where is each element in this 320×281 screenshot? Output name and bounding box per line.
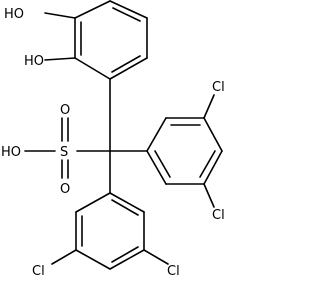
double-bond bbox=[199, 150, 216, 178]
bond bbox=[203, 150, 223, 185]
bond bbox=[146, 117, 167, 152]
bottom-dichlorophenyl-ring bbox=[51, 192, 169, 270]
double-bond bbox=[154, 150, 171, 178]
bond bbox=[109, 57, 148, 80]
bond bbox=[51, 249, 77, 265]
bond bbox=[75, 249, 111, 270]
bond bbox=[143, 249, 169, 265]
right-dichlorophenyl-ring bbox=[146, 94, 223, 208]
chlorine-bottom-right-label: Cl bbox=[167, 264, 180, 279]
double-bond bbox=[112, 7, 141, 22]
bond bbox=[74, 0, 111, 19]
double-bond bbox=[111, 199, 139, 216]
structure-diagram: HO HO HO S O O Cl Cl Cl Cl bbox=[1, 0, 225, 279]
bond bbox=[109, 249, 145, 270]
chlorine-bottom-left-label: Cl bbox=[32, 264, 45, 279]
sulfonic-acid-group bbox=[24, 117, 69, 179]
bond bbox=[44, 57, 76, 61]
sulfonic-hydroxyl-label: HO bbox=[1, 145, 21, 160]
hydroxyl-label-top: HO bbox=[4, 7, 24, 22]
bond bbox=[203, 94, 215, 119]
dihydroxyphenyl-ring bbox=[44, 0, 148, 80]
oxygen-upper-label: O bbox=[60, 103, 70, 118]
bond bbox=[44, 12, 76, 19]
bond bbox=[109, 192, 145, 213]
oxygen-lower-label: O bbox=[60, 182, 70, 197]
bond bbox=[146, 150, 167, 185]
sulfur-label: S bbox=[60, 145, 68, 160]
bond bbox=[75, 192, 111, 213]
double-bond bbox=[111, 246, 139, 263]
hydroxyl-label-middle: HO bbox=[24, 54, 44, 69]
bond bbox=[203, 183, 215, 208]
chlorine-right-bottom-label: Cl bbox=[212, 208, 225, 223]
bond bbox=[109, 0, 148, 19]
molecule-svg: HO HO HO S O O Cl Cl Cl Cl bbox=[1, 0, 225, 279]
central-carbon bbox=[76, 78, 148, 194]
bond bbox=[74, 57, 111, 80]
bond bbox=[203, 117, 223, 152]
atom-labels: HO HO HO S O O Cl Cl Cl Cl bbox=[1, 7, 225, 279]
double-bond bbox=[111, 55, 141, 73]
chlorine-right-top-label: Cl bbox=[212, 80, 225, 95]
